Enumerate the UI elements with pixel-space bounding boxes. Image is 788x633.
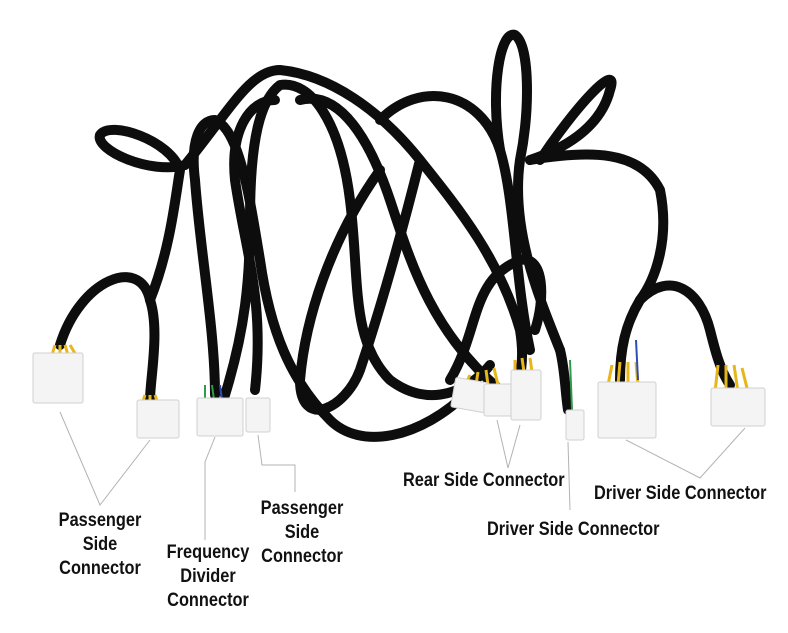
label-line: Connector [167, 590, 249, 611]
passenger-side-connector-label-left: Passenger Side Connector [50, 509, 150, 581]
label-line: Passenger [58, 510, 142, 531]
driver-side-connector-label-lower: Driver Side Connector [487, 519, 660, 540]
label-line: Frequency [166, 542, 250, 563]
leader-lines [59, 411, 746, 540]
driver-side-connector-label-right: Driver Side Connector [594, 483, 767, 504]
label-line: Connector [59, 558, 141, 579]
harness-cables [55, 29, 735, 442]
label-line: Side [284, 522, 320, 543]
rear-side-connector-label: Rear Side Connector [403, 470, 565, 491]
label-line: Side [82, 534, 118, 555]
label-line: Divider [180, 566, 236, 587]
passenger-side-connector-label-mid: Passenger Side Connector [252, 497, 352, 569]
connector-plugs [32, 352, 766, 441]
label-line: Connector [261, 546, 343, 567]
frequency-divider-connector-label: Frequency Divider Connector [158, 541, 258, 613]
label-line: Passenger [260, 498, 344, 519]
